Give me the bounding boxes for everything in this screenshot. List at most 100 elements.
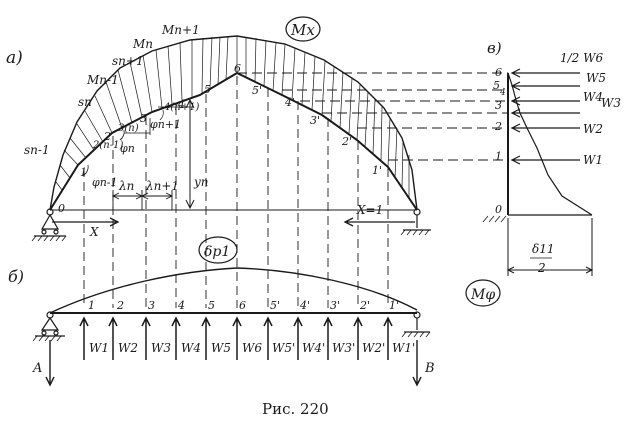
label-x-right: X=1 bbox=[356, 203, 383, 217]
label-delta11-den: 2 bbox=[537, 261, 546, 275]
label-mphi: Mφ bbox=[470, 287, 495, 303]
label-s-n: sn bbox=[78, 95, 92, 109]
x-right-arrow bbox=[343, 217, 415, 227]
label-delta11: δ11 bbox=[532, 242, 555, 256]
beam-load-arrows bbox=[79, 316, 393, 360]
lambda-dimension bbox=[111, 190, 174, 210]
label-part-a: a) bbox=[6, 48, 23, 68]
delta-p1-circle bbox=[198, 236, 238, 264]
label-M-n-minus1: Mn-1 bbox=[86, 73, 119, 87]
yn-dimension bbox=[185, 98, 195, 210]
mx-hatching bbox=[55, 35, 410, 198]
label-part-b: б) bbox=[8, 267, 24, 286]
beam-support-left bbox=[32, 311, 65, 342]
support-right bbox=[400, 208, 431, 236]
side-level-5: 5 bbox=[493, 79, 500, 92]
beam-load-w5: W5 bbox=[211, 341, 231, 355]
beam-node-2p: 2' bbox=[359, 299, 370, 312]
side-level-6: 6 bbox=[495, 66, 502, 79]
label-node-n: 3(n) bbox=[118, 123, 139, 134]
arch-part-a bbox=[31, 35, 431, 242]
side-load-w5: W5 bbox=[586, 71, 606, 85]
beam-support-right bbox=[401, 311, 431, 338]
beam-load-w1: W1 bbox=[89, 341, 109, 355]
level-lines bbox=[237, 72, 508, 161]
label-reaction-A: A bbox=[32, 361, 42, 376]
label-mx: Mx bbox=[290, 21, 315, 39]
beam-part-b bbox=[32, 267, 431, 387]
side-diagram bbox=[482, 68, 594, 276]
label-lambda-n: λn bbox=[118, 179, 134, 193]
arch-node-1p: 1' bbox=[372, 164, 382, 177]
arch-node-2: 2 bbox=[103, 130, 111, 143]
side-level-0: 0 bbox=[495, 203, 502, 216]
beam-node-5p: 5' bbox=[270, 299, 280, 312]
label-M-n: Mn bbox=[132, 37, 153, 51]
support-left bbox=[31, 208, 67, 242]
arch-node-4: 4 bbox=[177, 98, 185, 111]
label-M-n-plus1: Mn+1 bbox=[161, 23, 200, 37]
label-phi-n: φn bbox=[120, 142, 135, 155]
beam-load-w5p: W5' bbox=[272, 341, 295, 355]
label-s-n-minus1: sn-1 bbox=[24, 143, 50, 157]
beam-load-w3: W3 bbox=[151, 341, 171, 355]
label-lambda-n1: λn+1 bbox=[145, 179, 179, 193]
label-delta-p1: δp1 bbox=[204, 244, 230, 260]
arch-node-2p: 2' bbox=[341, 135, 352, 148]
mphi-circle bbox=[465, 279, 501, 307]
beam-load-w4: W4 bbox=[181, 341, 201, 355]
side-level-4: 4 bbox=[499, 88, 506, 98]
mx-circle bbox=[285, 16, 321, 42]
text-layer: a) б) в) Mx δp1 Mφ Mn+1 Mn sn+1 Mn-1 sn … bbox=[6, 21, 621, 418]
delta-p1-curve bbox=[49, 267, 418, 314]
x-left-arrow bbox=[52, 217, 120, 227]
reaction-A-arrow bbox=[45, 340, 55, 387]
arch-node-0: 0 bbox=[58, 202, 65, 215]
side-load-w2: W2 bbox=[583, 122, 603, 136]
label-s-n-plus1: sn+1 bbox=[112, 54, 144, 68]
beam-load-w2: W2 bbox=[118, 341, 138, 355]
arch-node-1: 1 bbox=[80, 166, 87, 179]
label-node-n-plus1: 4(n+1) bbox=[163, 102, 199, 113]
beam-load-w3p: W3' bbox=[332, 341, 355, 355]
side-load-arrows bbox=[510, 68, 580, 165]
beam-load-w2p: W2' bbox=[362, 341, 385, 355]
label-y-n: yn bbox=[193, 175, 209, 189]
beam-node-1: 1 bbox=[88, 299, 95, 312]
arch-node-5p: 5' bbox=[252, 84, 262, 97]
beam-load-w1p: W1' bbox=[392, 341, 415, 355]
arch-node-3: 3 bbox=[140, 112, 147, 125]
reaction-B-arrow bbox=[412, 340, 422, 387]
side-curve bbox=[507, 72, 593, 216]
label-phi-n-minus1: φn-1 bbox=[92, 176, 118, 189]
label-x-left: X bbox=[89, 225, 99, 239]
beam-node-6: 6 bbox=[239, 299, 246, 312]
delta11-dimension bbox=[506, 218, 594, 276]
beam-node-3p: 3' bbox=[330, 299, 340, 312]
arch-node-5: 5 bbox=[204, 83, 211, 96]
side-load-half-w6: 1/2 W6 bbox=[560, 51, 603, 65]
side-level-2: 2 bbox=[494, 120, 502, 133]
beam-node-4: 4 bbox=[177, 299, 185, 312]
label-part-v: в) bbox=[487, 39, 502, 57]
label-phi-n-plus1: φn+1 bbox=[150, 118, 181, 131]
beam-load-w4p: W4' bbox=[302, 341, 325, 355]
side-level-3: 3 bbox=[495, 99, 502, 112]
beam-node-1p: 1' bbox=[389, 299, 399, 312]
side-level-1: 1 bbox=[495, 150, 502, 163]
side-load-w3: W3 bbox=[601, 96, 621, 110]
beam-node-4p: 4' bbox=[299, 299, 310, 312]
label-reaction-B: B bbox=[424, 361, 435, 376]
beam-node-2: 2 bbox=[116, 299, 124, 312]
beam-load-w6: W6 bbox=[242, 341, 262, 355]
arch-node-3p: 3' bbox=[310, 114, 320, 127]
beam-node-5: 5 bbox=[208, 299, 215, 312]
label-node-n-minus1: 2(n-1) bbox=[92, 140, 123, 151]
arch-node-6: 6 bbox=[234, 62, 241, 75]
arch-node-4p: 4' bbox=[284, 96, 295, 109]
side-load-w1: W1 bbox=[583, 153, 603, 167]
beam-node-3: 3 bbox=[148, 299, 155, 312]
side-load-w4: W4 bbox=[583, 90, 603, 104]
figure-caption: Рис. 220 bbox=[262, 400, 329, 418]
